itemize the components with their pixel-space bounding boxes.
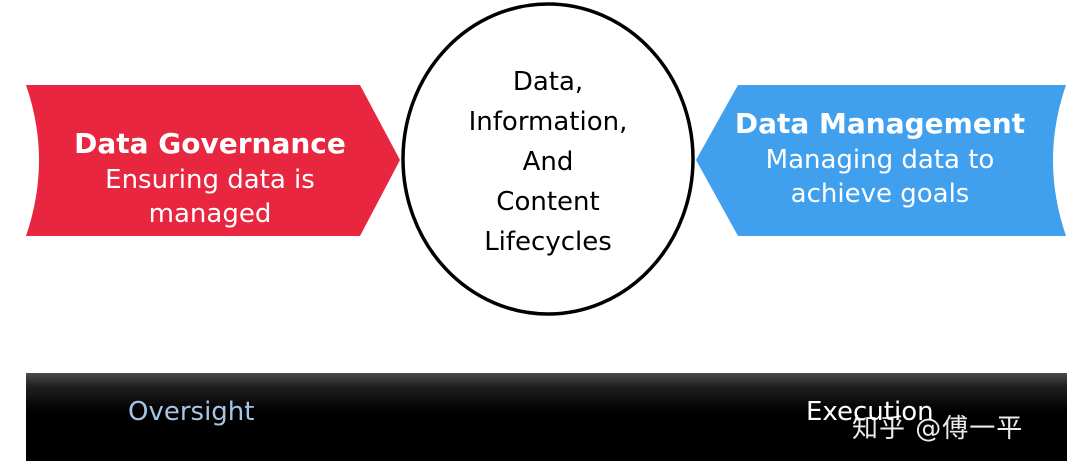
management-chevron — [696, 85, 1066, 236]
governance-chevron — [26, 85, 400, 236]
lifecycle-text: Data, Information, And Content Lifecycle… — [420, 62, 676, 262]
management-subtitle-line2: achieve goals — [790, 179, 970, 210]
execution-label: Execution — [806, 397, 934, 427]
governance-subtitle: Ensuring data is managed — [105, 164, 315, 230]
management-label-group: Data Management Managing data to achieve… — [730, 106, 1030, 212]
lifecycle-line: Content — [496, 187, 600, 217]
lifecycle-line: Data, — [512, 67, 584, 97]
watermark: 知乎 @傅一平 — [852, 414, 1024, 444]
lifecycle-line: Information, — [468, 107, 628, 137]
lifecycle-line: And — [522, 147, 574, 177]
lifecycle-circle — [401, 2, 695, 316]
oversight-label: Oversight — [128, 397, 255, 427]
management-subtitle-line1: Managing data to — [765, 144, 995, 175]
governance-title: Data Governance — [74, 127, 346, 160]
governance-label-group: Data Governance Ensuring data is managed — [40, 126, 380, 232]
oversight-execution-bar: Oversight Execution — [26, 373, 1067, 461]
management-title: Data Management — [734, 107, 1026, 140]
lifecycle-line: Lifecycles — [484, 227, 612, 257]
